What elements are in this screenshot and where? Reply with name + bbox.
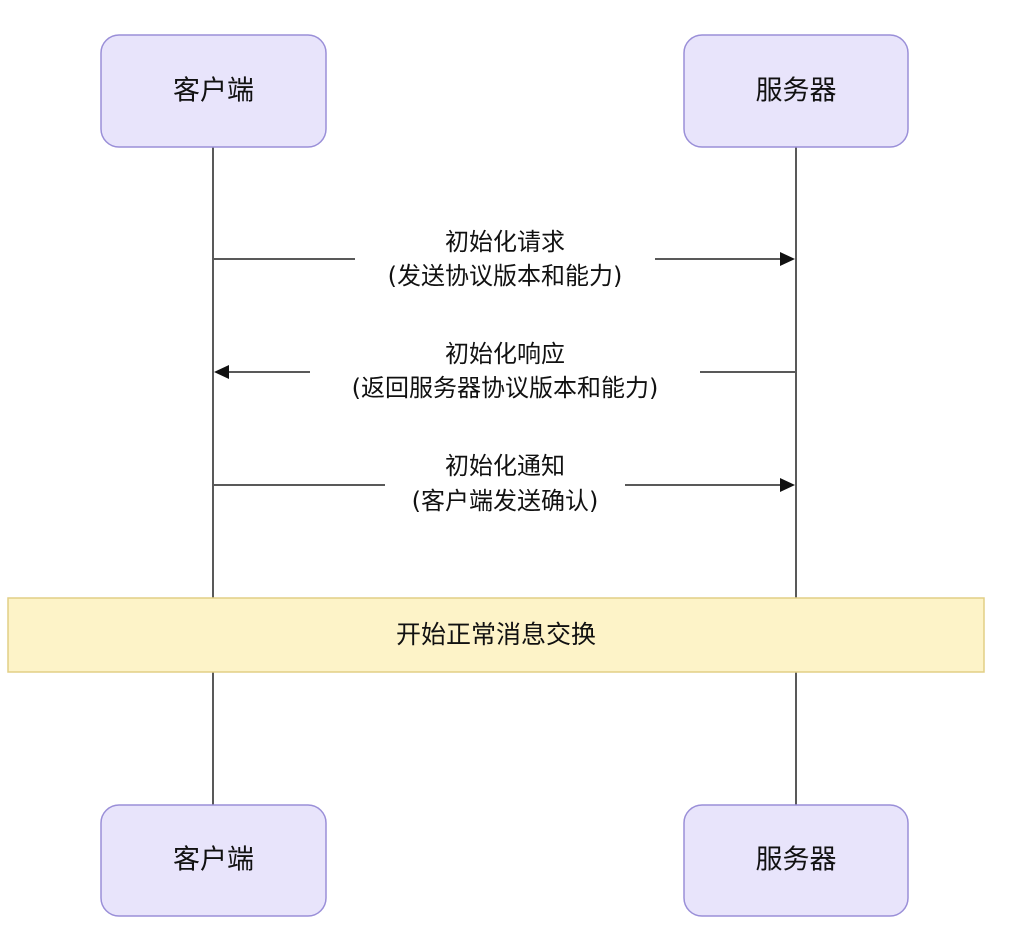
message-1-title: 初始化请求: [445, 228, 565, 256]
message-1-subtitle: (发送协议版本和能力): [388, 262, 623, 290]
message-exchange-band: 开始正常消息交换: [7, 597, 985, 673]
message-initialized-notification: 初始化通知 (客户端发送确认): [214, 449, 795, 521]
message-1-arrowhead: [780, 252, 795, 266]
server-participant-top: 服务器: [683, 34, 909, 148]
message-initialize-response: 初始化响应 (返回服务器协议版本和能力): [214, 336, 795, 408]
message-3-subtitle: (客户端发送确认): [412, 487, 599, 515]
message-3-title: 初始化通知: [445, 452, 565, 480]
server-participant-bottom-label: 服务器: [756, 845, 837, 876]
server-participant-top-label: 服务器: [756, 76, 837, 107]
message-2-title: 初始化响应: [445, 340, 565, 368]
message-3-arrowhead: [780, 478, 795, 492]
client-participant-bottom-label: 客户端: [173, 845, 254, 876]
server-participant-bottom: 服务器: [683, 804, 909, 917]
client-participant-top-label: 客户端: [173, 76, 254, 107]
client-participant-bottom: 客户端: [100, 804, 327, 917]
message-2-arrowhead: [214, 365, 229, 379]
message-initialize-request: 初始化请求 (发送协议版本和能力): [214, 223, 795, 295]
client-participant-top: 客户端: [100, 34, 327, 148]
message-exchange-band-label: 开始正常消息交换: [396, 620, 596, 649]
message-2-subtitle: (返回服务器协议版本和能力): [352, 374, 659, 402]
